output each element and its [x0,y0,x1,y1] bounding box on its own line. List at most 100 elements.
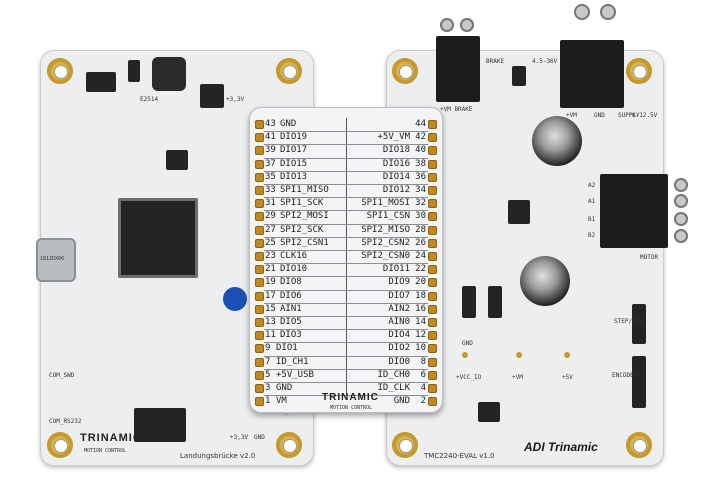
pin-number-left: 9 [265,343,271,354]
pin-pad-left [256,345,263,353]
bridge-brand: TRINAMIC [322,392,379,403]
row-separator [264,316,428,317]
pin-number-right: 16 [415,303,426,314]
mounting-hole [392,432,418,458]
row-separator [264,329,428,331]
pin-pad-right [429,253,436,260]
regulator-chip [86,72,116,92]
pin-pad-left [256,134,263,142]
ic-chip [478,402,500,422]
row-separator [264,368,428,370]
screw-icon [600,4,616,20]
mounting-hole [276,58,302,84]
silk-label: BRAKE [486,58,505,65]
row-separator [264,289,428,291]
silk-label: COM_SWD [49,372,75,379]
pin-label-left: DIO13 [280,171,308,182]
pin-number-right: 26 [415,237,426,248]
pin-pad-left [256,358,263,366]
silk-label: B2 [588,232,596,239]
pin-label-right: DIO12 [382,185,410,195]
mounting-hole [392,58,418,84]
silk-label: 4.5-36V [532,58,558,65]
row-separator [264,250,428,251]
row-separator [264,184,428,185]
pin-label-right: +5V_VM [377,132,410,143]
pin-number-right: 24 [415,251,426,261]
pin-label-right: SPI2_MISO [361,224,410,235]
silk-label: STEP/DIR [614,318,643,325]
column-divider [346,118,347,396]
left-brand-sub: MOTION CONTROL [84,448,127,454]
pin-pad-right [429,147,436,155]
tmc2240-driver-chip [508,200,530,224]
silk-label: +VM [512,374,523,381]
pin-label-left: SPI1_MISO [280,185,329,195]
ic-chip [128,60,140,82]
pin-pad-right [429,292,436,300]
row-separator [264,157,428,159]
pin-label-left: VM [276,396,287,407]
pin-header [488,286,502,318]
pin-pad-right [429,371,436,379]
silk-label: +VM BRAKE [440,106,473,113]
pin-pad-right [429,319,436,326]
screw-icon [460,18,474,32]
pin-header [462,286,476,318]
pin-label-right: AIN2 [388,303,410,314]
pin-number-right: 28 [415,224,426,235]
pin-pad-left [256,279,263,287]
pin-number-left: 7 [265,356,271,367]
pin-label-left: GND [276,383,293,393]
ic-chip [166,150,188,170]
pin-pad-left [256,121,263,128]
screw-icon [674,178,688,192]
pin-number-left: 17 [265,290,276,301]
pin-number-left: 25 [265,237,276,248]
pin-number-right: 44 [415,119,426,129]
silk-label: +3,3V [226,96,245,103]
usb-c-connector [36,238,76,282]
mounting-hole [626,432,652,458]
pin-number-right: 22 [415,264,426,275]
pin-number-right: 2 [420,396,426,407]
pin-number-right: 32 [415,198,426,209]
row-separator [264,223,428,225]
status-led [223,287,247,311]
pin-label-left: SPI2_CSN1 [280,237,329,248]
usb-label: 1812DX06 [40,256,65,262]
silk-label: E2514 [140,96,159,103]
pin-pad-right [429,226,436,234]
pin-pad-right [429,213,436,221]
pin-pad-right [429,160,436,168]
pin-label-right: DIO0 [388,356,410,367]
row-separator [264,302,428,304]
pin-label-left: DIO1 [276,343,298,354]
silk-label: GND [254,434,265,441]
pin-label-right: SPI1_MOSI [361,198,410,209]
pin-pad-left [256,371,263,379]
silk-label: GND [462,340,473,347]
pin-number-right: 20 [415,277,426,288]
pin-label-left: +5V_USB [276,369,314,380]
pin-number-left: 29 [265,211,276,222]
left-board-title: Landungsbrücke v2.0 [180,452,256,460]
screw-icon [674,194,688,208]
pin-pad-left [256,226,263,234]
pin-pad-right [429,121,436,128]
pin-number-left: 41 [265,132,276,143]
screw-icon [574,4,590,20]
pin-pad-left [256,385,263,392]
pin-label-left: ID_CH1 [276,356,309,367]
pin-number-right: 18 [415,290,426,301]
pin-number-left: 31 [265,198,276,209]
pin-number-left: 3 [265,383,271,393]
row-separator [264,144,428,146]
pin-label-right: DIO11 [382,264,410,275]
pin-label-left: DIO3 [280,330,302,341]
pin-label-right: DIO14 [382,171,410,182]
